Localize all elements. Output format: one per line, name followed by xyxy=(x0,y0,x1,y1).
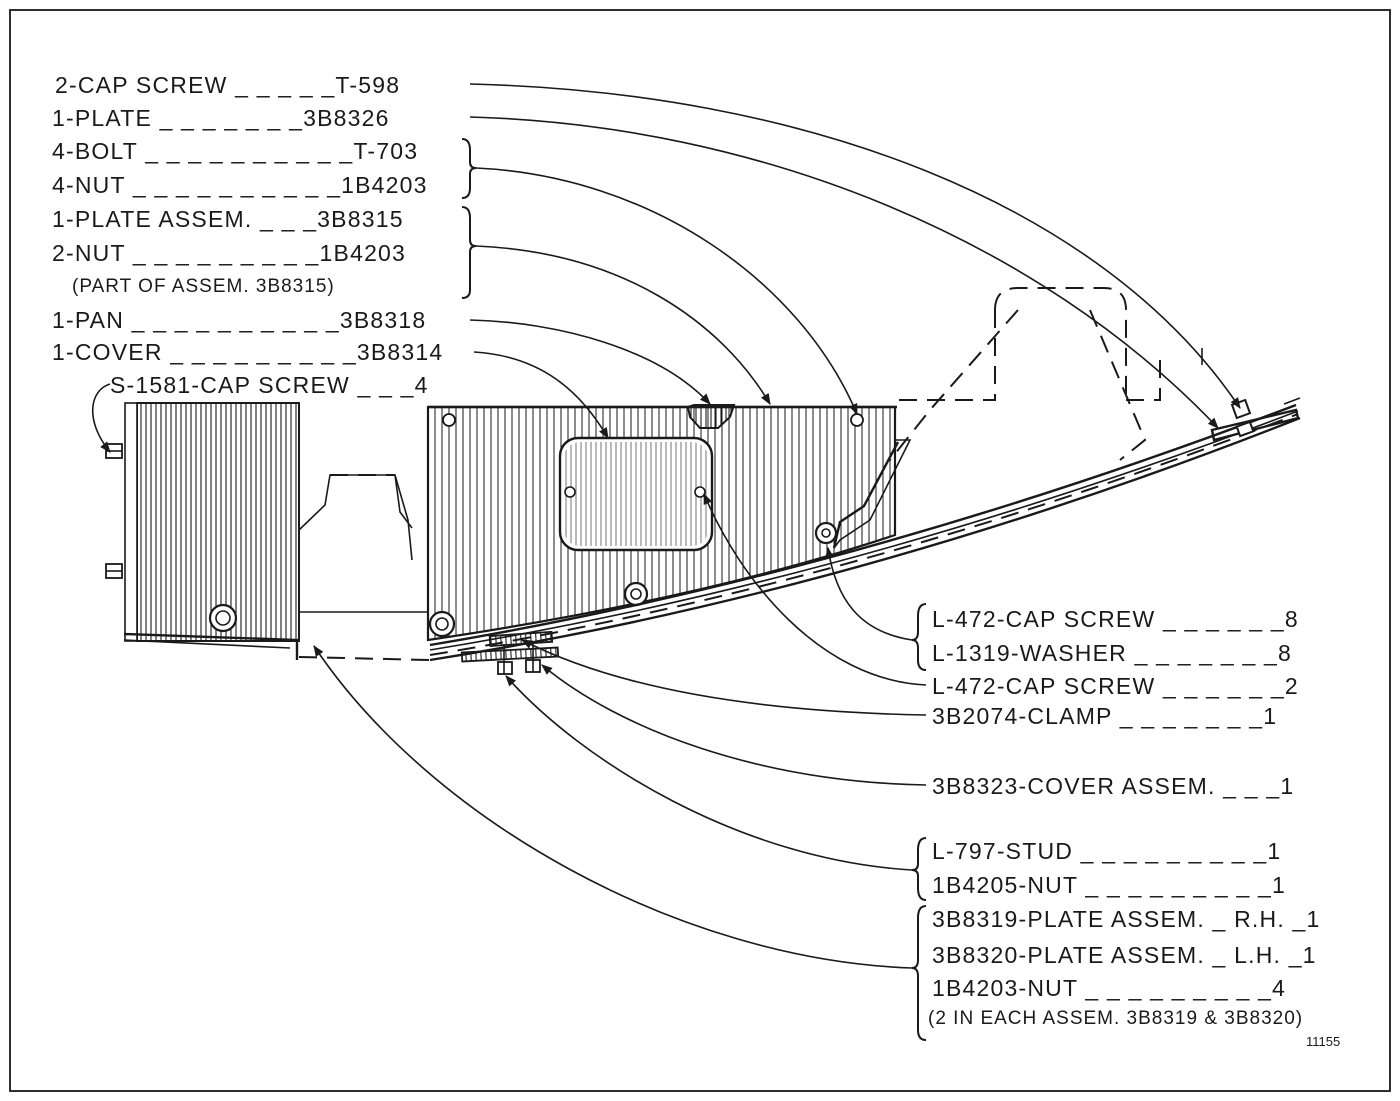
callout-bolt-t703: 4-BOLT _ _ _ _ _ _ _ _ _ _T-703 xyxy=(52,138,418,164)
callout-nut-1b4203-c: 1B4203-NUT _ _ _ _ _ _ _ _ _4 xyxy=(932,975,1286,1001)
callout-cover-assem-3b8323: 3B8323-COVER ASSEM. _ _ _1 xyxy=(932,773,1294,799)
brace-plate-assem-group xyxy=(911,905,927,1041)
brace-capscrew-washer xyxy=(911,603,927,671)
left-cover-part xyxy=(105,402,300,660)
callout-stud-l797: L-797-STUD _ _ _ _ _ _ _ _ _1 xyxy=(932,838,1281,864)
middle-bracket xyxy=(298,474,431,661)
brace-bolt-nut xyxy=(461,138,477,199)
callout-plate-assem-3b8320: 3B8320-PLATE ASSEM. _ L.H. _1 xyxy=(932,942,1317,968)
callout-nut-1b4203-b: 2-NUT _ _ _ _ _ _ _ _ _1B4203 xyxy=(52,240,406,266)
drawing-number: 11155 xyxy=(1306,1034,1340,1049)
skid-bar xyxy=(429,397,1301,662)
callout-washer-l1319: L-1319-WASHER _ _ _ _ _ _ _8 xyxy=(932,640,1292,666)
callout-part-of-assem: (PART OF ASSEM. 3B8315) xyxy=(72,276,335,297)
brace-plate-assem xyxy=(461,206,477,299)
bottom-clamp-assembly xyxy=(460,630,560,675)
callout-cap-screw-l472-2: L-472-CAP SCREW _ _ _ _ _ _2 xyxy=(932,673,1299,699)
callout-plate-assem-3b8315: 1-PLATE ASSEM. _ _ _3B8315 xyxy=(52,206,404,232)
left-callouts: 2-CAP SCREW _ _ _ _ _T-598 1-PLATE _ _ _… xyxy=(52,72,477,398)
callout-plate-3b8326: 1-PLATE _ _ _ _ _ _ _3B8326 xyxy=(52,105,390,131)
callout-cap-screw-t598: 2-CAP SCREW _ _ _ _ _T-598 xyxy=(55,72,400,98)
callout-cap-screw-s1581: S-1581-CAP SCREW _ _ _4 xyxy=(110,372,429,398)
callout-nut-1b4203-a: 4-NUT _ _ _ _ _ _ _ _ _ _1B4203 xyxy=(52,172,428,198)
right-callouts: L-472-CAP SCREW _ _ _ _ _ _8 L-1319-WASH… xyxy=(911,603,1340,1049)
leader-lines xyxy=(91,83,1241,969)
callout-cover-3b8314: 1-COVER _ _ _ _ _ _ _ _ _3B8314 xyxy=(52,339,443,365)
left-cover-hatched-panel xyxy=(136,402,300,642)
callout-pan-3b8318: 1-PAN _ _ _ _ _ _ _ _ _ _3B8318 xyxy=(52,307,426,333)
callout-nut-1b4205: 1B4205-NUT _ _ _ _ _ _ _ _ _1 xyxy=(932,872,1286,898)
callout-cap-screw-l472-8: L-472-CAP SCREW _ _ _ _ _ _8 xyxy=(932,606,1299,632)
callout-in-each-assem: (2 IN EACH ASSEM. 3B8319 & 3B8320) xyxy=(928,1008,1303,1029)
callout-clamp-3b2074: 3B2074-CLAMP _ _ _ _ _ _ _1 xyxy=(932,703,1277,729)
callout-plate-assem-3b8319: 3B8319-PLATE ASSEM. _ R.H. _1 xyxy=(932,906,1321,932)
frame-outline-dashed xyxy=(889,287,1203,461)
oil-pan-part xyxy=(426,404,912,642)
drawing-border xyxy=(9,9,1391,1092)
brace-stud-nut xyxy=(911,837,927,901)
